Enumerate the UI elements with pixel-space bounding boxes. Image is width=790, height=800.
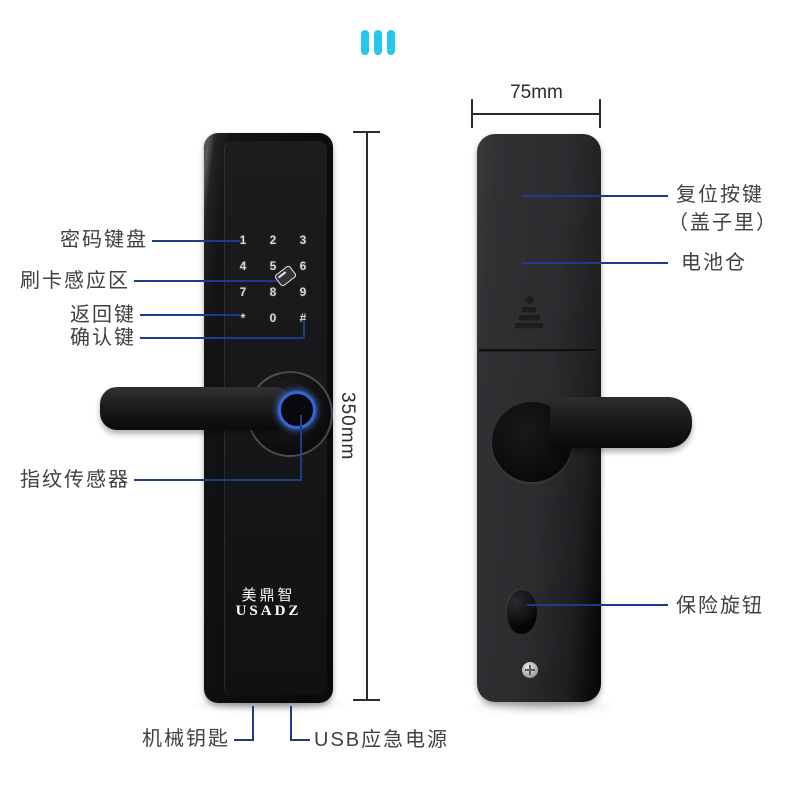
keypad-key-8: 8 [269, 285, 277, 299]
width-dimension-line [472, 113, 601, 115]
width-dimension-cap-right [599, 99, 601, 128]
leader-line-back-key [140, 314, 240, 316]
logo-tier [522, 307, 536, 313]
height-dimension-cap-bottom [353, 699, 380, 701]
label-fingerprint: 指纹传感器 [20, 469, 130, 491]
leader-line-fingerprint-riser [300, 415, 302, 481]
bar-icon [361, 30, 369, 55]
label-safety-knob: 保险旋钮 [676, 595, 764, 617]
keypad-key-0: 0 [269, 311, 277, 325]
keypad-key-4: 4 [239, 259, 247, 273]
embossed-brand-mark [509, 294, 549, 329]
leader-line-battery [522, 262, 668, 264]
keypad-key-3: 3 [299, 233, 307, 247]
label-mechanical-key: 机械钥匙 [142, 728, 230, 750]
keypad-key-5: 5 [269, 259, 277, 273]
label-keypad: 密码键盘 [60, 229, 148, 251]
keypad-key-*: * [240, 311, 246, 325]
leader-line-card-reader [134, 280, 277, 282]
keypad-key-6: 6 [299, 259, 307, 273]
label-usb-power: USB应急电源 [314, 729, 450, 751]
brand-bars-icon [361, 30, 395, 55]
height-dimension-line [366, 132, 368, 700]
label-card-reader: 刷卡感应区 [20, 270, 130, 292]
screw-slot [529, 665, 531, 675]
height-dimension-label: 350mm [337, 392, 358, 461]
keypad-key-2: 2 [269, 233, 277, 247]
label-back-key: 返回键 [70, 304, 136, 326]
label-reset-button: 复位按键 [676, 184, 764, 206]
logo-tier [523, 294, 535, 306]
safety-knob [506, 589, 537, 634]
logo-tier [518, 315, 540, 321]
leader-line-reset-button [522, 195, 668, 197]
label-battery: 电池仓 [681, 252, 747, 274]
leader-line-fingerprint [134, 479, 302, 481]
height-dimension-cap-top [353, 131, 380, 133]
label-reset-note: （盖子里） [668, 212, 778, 234]
screw [522, 662, 538, 678]
leader-line-confirm-key [140, 337, 305, 339]
bar-icon [387, 30, 395, 55]
back-lock-shadow [466, 698, 618, 714]
leader-line-usb [290, 739, 310, 741]
front-door-handle [100, 387, 292, 430]
keypad-key-#: # [299, 311, 307, 325]
leader-line-keypad [152, 240, 240, 242]
battery-cover-seam [479, 349, 597, 352]
brand-logo-chinese: 美鼎智 [241, 586, 296, 604]
leader-line-usb-riser [290, 706, 292, 741]
leader-line-safety-knob [527, 604, 668, 606]
keypad-key-9: 9 [299, 285, 307, 299]
bar-icon [374, 30, 382, 55]
logo-tier [515, 323, 543, 329]
brand-logo-latin: USADZ [235, 603, 302, 619]
label-confirm-key: 确认键 [70, 327, 136, 349]
keypad: 1 2 3 4 5 6 7 8 9 * 0 # [228, 227, 318, 331]
card-stripe [277, 271, 287, 279]
keypad-key-7: 7 [239, 285, 247, 299]
keypad-key-1: 1 [239, 233, 247, 247]
width-dimension-label: 75mm [510, 82, 563, 103]
leader-line-confirm-key-riser [303, 320, 305, 339]
fingerprint-sensor [278, 391, 316, 429]
width-dimension-cap-left [471, 99, 473, 128]
back-door-handle [550, 397, 692, 448]
leader-line-mechanical-key [234, 739, 254, 741]
leader-line-mechanical-key-riser [252, 706, 254, 741]
